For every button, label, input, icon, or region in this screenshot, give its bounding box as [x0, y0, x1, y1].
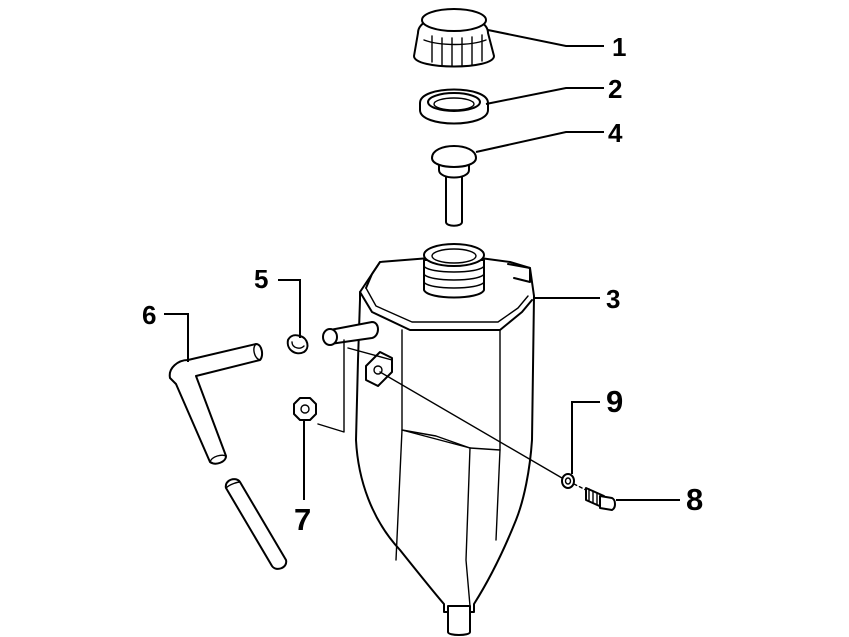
mounting-plate — [365, 351, 393, 387]
part-4-valve-plug — [431, 145, 477, 227]
part-8-bolt — [585, 487, 616, 511]
assembly-lines — [317, 339, 587, 491]
callout-8: 8 — [686, 482, 703, 517]
callout-6: 6 — [142, 300, 156, 330]
callout-4: 4 — [608, 118, 623, 148]
callout-7: 7 — [294, 502, 311, 537]
callout-labels: 1 2 4 3 5 6 7 9 8 — [142, 32, 703, 537]
part-1-filler-cap — [413, 8, 495, 68]
callout-2: 2 — [608, 74, 622, 104]
part-9-washer — [561, 473, 575, 489]
leader-lines — [164, 29, 680, 501]
part-2-sealing-ring — [419, 88, 489, 125]
part-6-hoses — [168, 343, 288, 570]
part-3-expansion-tank — [355, 243, 535, 636]
part-5-hose-clip — [286, 334, 309, 355]
callout-1: 1 — [612, 32, 626, 62]
callout-5: 5 — [254, 264, 268, 294]
bracket-stud — [322, 321, 379, 346]
callout-3: 3 — [606, 284, 620, 314]
callout-9: 9 — [606, 384, 623, 419]
part-7-nut — [293, 397, 317, 421]
